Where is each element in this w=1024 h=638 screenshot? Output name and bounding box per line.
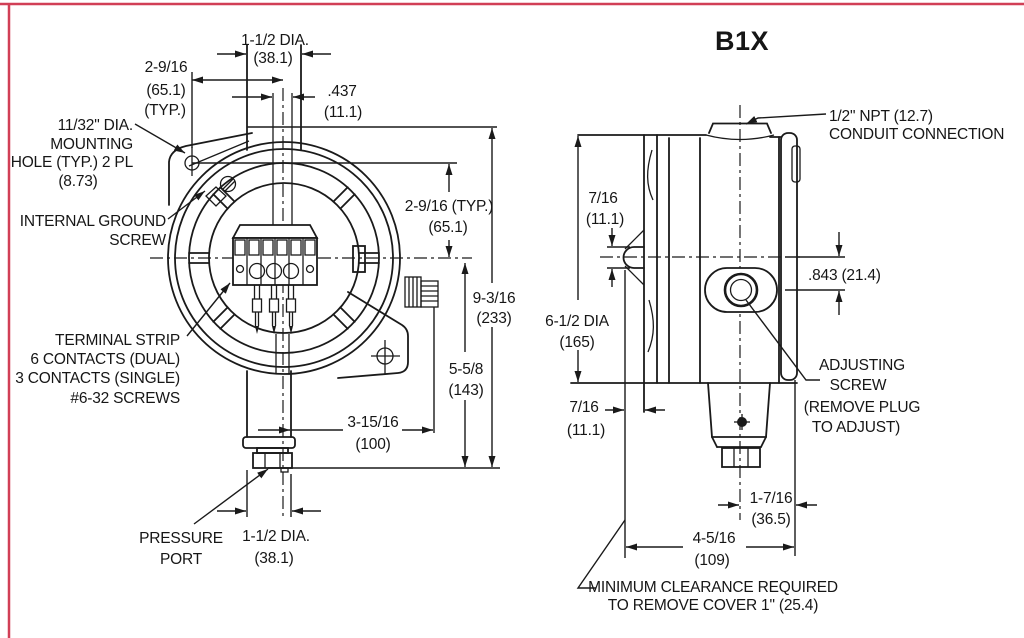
- dim-overall-width-mm: (109): [694, 552, 729, 569]
- dim-offset-typ: 2-9/16: [145, 59, 188, 76]
- ground-screw: [205, 175, 237, 207]
- leader-terminal-strip: [186, 282, 231, 337]
- bracket-tab: [622, 246, 645, 269]
- dim-port-offset-mm: (36.5): [751, 511, 790, 528]
- dim-bottom-diameter: 1-1/2 DIA.: [242, 528, 310, 545]
- label-terminal-strip-2: 6 CONTACTS (DUAL): [30, 351, 180, 368]
- dim-right-offset: 2-9/16 (TYP.): [405, 198, 493, 215]
- label-adjusting-4: TO ADJUST): [812, 419, 900, 436]
- switch-body-rim: [174, 148, 394, 368]
- dim-lower-height-mm: (143): [448, 382, 483, 399]
- switch-body-side: [570, 122, 801, 384]
- side-view: B1X 1/2" NPT (12.7) CONDUIT CONNECTION 7…: [545, 26, 1004, 614]
- leader-mounting-hole: [134, 123, 186, 154]
- label-internal-ground-1: INTERNAL GROUND: [20, 213, 166, 230]
- side-pressure-port: [707, 382, 771, 468]
- leader-pressure-port: [193, 468, 269, 525]
- terminal-screw: [282, 262, 300, 280]
- dim-overall-height-mm: (233): [476, 310, 511, 327]
- dim-body-diameter-mm: (165): [559, 334, 594, 351]
- dim-bracket-offset: 7/16: [569, 399, 598, 416]
- dim-screw-offset: .843 (21.4): [808, 267, 881, 284]
- dim-top-diameter-mm: (38.1): [253, 50, 292, 67]
- adjusting-screw: [704, 267, 778, 313]
- label-adjusting-2: SCREW: [830, 377, 887, 394]
- dim-right-offset-mm: (65.1): [428, 219, 467, 236]
- pressure-port: [242, 334, 296, 473]
- terminal-screw: [265, 262, 283, 280]
- side-hex-nut: [721, 447, 761, 468]
- dim-port-bore-mm: (11.1): [324, 104, 362, 121]
- dim-port-bore: .437: [327, 83, 356, 100]
- leader-conduit: [745, 113, 827, 125]
- cover-ribs: [188, 186, 380, 330]
- dim-offset-typ-mm: (65.1): [146, 82, 185, 99]
- label-adjusting-3: (REMOVE PLUG: [804, 399, 920, 416]
- label-internal-ground-2: SCREW: [109, 232, 166, 249]
- dim-overall-height: 9-3/16: [473, 290, 516, 307]
- front-dimension-lines: [134, 50, 500, 525]
- label-terminal-strip-1: TERMINAL STRIP: [55, 332, 180, 349]
- conduit-boss: [708, 122, 772, 134]
- label-adjusting-1: ADJUSTING: [819, 357, 905, 374]
- view-title: B1X: [715, 26, 769, 56]
- label-mounting-hole-1: 11/32" DIA.: [58, 117, 133, 134]
- label-conduit-1: 1/2" NPT (12.7): [829, 108, 933, 125]
- terminal-strip: [231, 224, 319, 286]
- port-hex-nut: [252, 452, 293, 469]
- label-conduit-2: CONDUIT CONNECTION: [829, 126, 1004, 143]
- dim-side-width-mm: (100): [355, 436, 390, 453]
- front-view: 1-1/2 DIA. (38.1) 2-9/16 (65.1) (TYP.) .…: [11, 32, 516, 568]
- label-terminal-strip-3: 3 CONTACTS (SINGLE): [15, 370, 180, 387]
- label-min-clearance-2: TO REMOVE COVER 1" (25.4): [608, 597, 818, 614]
- label-mounting-hole-4: (8.73): [58, 173, 97, 190]
- dim-port-offset: 1-7/16: [750, 490, 793, 507]
- label-min-clearance-1: MINIMUM CLEARANCE REQUIRED: [588, 579, 838, 596]
- dim-bottom-diameter-mm: (38.1): [254, 550, 293, 567]
- dim-tab-height-mm: (11.1): [586, 211, 624, 228]
- dim-bracket-offset-mm: (11.1): [567, 422, 605, 439]
- leader-min-clearance: [576, 519, 626, 589]
- switch-body-outline: [167, 141, 401, 375]
- wire-leads: [251, 285, 297, 334]
- label-pressure-port-1: PRESSURE: [139, 530, 223, 547]
- dim-side-width: 3-15/16: [347, 414, 398, 431]
- dim-overall-width: 4-5/16: [693, 530, 736, 547]
- dim-tab-height: 7/16: [588, 190, 617, 207]
- label-mounting-hole-3: HOLE (TYP.) 2 PL: [11, 154, 134, 171]
- leader-adjusting-screw: [745, 299, 820, 381]
- adjusting-plug: [404, 276, 439, 308]
- side-dimension-lines: [574, 113, 845, 589]
- dim-top-diameter: 1-1/2 DIA.: [241, 32, 309, 49]
- cover-outline: [208, 182, 360, 334]
- mounting-lug-bottom: [337, 291, 409, 379]
- leader-ground-screw: [167, 190, 206, 220]
- label-pressure-port-2: PORT: [160, 551, 203, 568]
- terminal-screw: [248, 262, 266, 280]
- cover-clip: [791, 145, 801, 183]
- label-mounting-hole-2: MOUNTING: [50, 136, 133, 153]
- dim-offset-typ-note: (TYP.): [144, 102, 186, 119]
- label-terminal-strip-4: #6-32 SCREWS: [70, 390, 180, 407]
- mounting-bracket: [622, 134, 670, 413]
- dim-body-diameter: 6-1/2 DIA: [545, 313, 610, 330]
- dim-lower-height: 5-5/8: [449, 361, 483, 378]
